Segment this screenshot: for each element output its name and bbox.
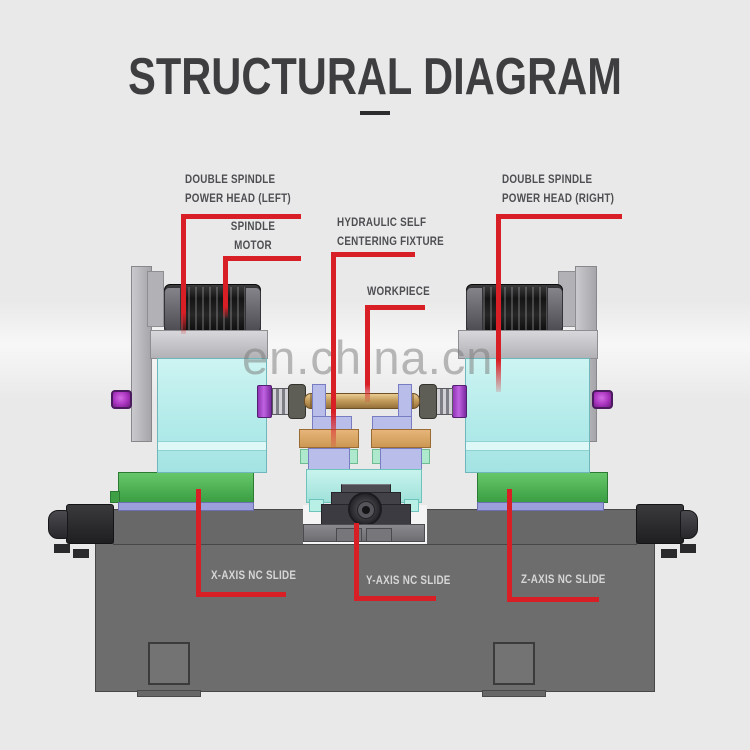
callout-line-right-head-h (496, 214, 622, 219)
callout-line-left-head-v (181, 214, 186, 334)
callout-line-spindle-motor-v (223, 256, 228, 318)
fixture-pad-right-outer (421, 449, 430, 464)
label-line: POWER HEAD (RIGHT) (502, 191, 615, 205)
y-axis-knob-dot (362, 506, 370, 514)
left-spindle-motor-cap-right (245, 287, 261, 332)
x-axis-slide-green (118, 472, 254, 503)
fixture-block-right (380, 448, 422, 471)
z-axis-feed-motor-cap (680, 510, 698, 539)
right-spindle-nose-ring (452, 385, 467, 418)
label-line: POWER HEAD (LEFT) (185, 191, 291, 205)
z-axis-slide-rail (477, 502, 604, 511)
right-spindle-chuck-nut (419, 384, 437, 419)
label-line: MOTOR (234, 238, 272, 252)
label-x-axis-nc-slide: X-AXIS NC SLIDE (211, 566, 296, 585)
callout-line-workpiece-h (365, 305, 425, 310)
bed-panel-left (148, 642, 190, 685)
label-line: X-AXIS NC SLIDE (211, 568, 297, 582)
callout-line-y-axis-v (354, 523, 359, 601)
callout-line-spindle-motor-h (223, 256, 301, 261)
left-power-head-stripe (158, 441, 266, 451)
callout-line-fixture-h (331, 252, 415, 257)
background-highlight-band (0, 300, 750, 400)
label-spindle-motor: SPINDLE MOTOR (228, 217, 279, 255)
label-line: WORKPIECE (367, 284, 430, 298)
x-axis-slide-rail (118, 502, 254, 511)
right-spindle-motor-ribs (483, 287, 547, 331)
fixture-block-left (308, 448, 350, 471)
right-spindle-motor-cap-left (466, 287, 483, 332)
callout-line-fixture-v (331, 252, 336, 447)
x-axis-feed-motor-body (66, 504, 114, 544)
right-spindle-collet (436, 388, 453, 415)
left-spindle-motor-ribs (181, 287, 245, 331)
callout-line-z-axis-h (507, 597, 599, 602)
right-power-head-stripe (466, 441, 589, 451)
bed-foot-right (482, 690, 546, 697)
label-workpiece: WORKPIECE (367, 282, 430, 301)
label-line: SPINDLE (230, 219, 276, 233)
label-double-spindle-power-head-left: DOUBLE SPINDLE POWER HEAD (LEFT) (185, 170, 291, 208)
label-line: Y-AXIS NC SLIDE (366, 573, 451, 587)
z-axis-feed-motor-body (636, 504, 684, 544)
y-axis-base-tab-b (366, 528, 392, 542)
right-spindle-motor-cap-right (547, 287, 563, 332)
label-z-axis-nc-slide: Z-AXIS NC SLIDE (521, 570, 606, 589)
x-axis-slide-step (110, 491, 120, 503)
z-axis-feed-motor-foot-a (680, 544, 696, 553)
title-underline (360, 111, 390, 115)
fixture-arm-right-foot (372, 416, 412, 430)
bed-foot-left (137, 690, 201, 697)
x-axis-feed-motor-cap (48, 510, 68, 539)
label-double-spindle-power-head-right: DOUBLE SPINDLE POWER HEAD (RIGHT) (502, 170, 614, 208)
right-balance-knob (592, 390, 613, 409)
label-line: DOUBLE SPINDLE (502, 172, 593, 186)
callout-line-workpiece-v (365, 305, 370, 402)
callout-line-left-head-h (181, 214, 301, 219)
label-line: CENTERING FIXTURE (337, 234, 444, 248)
label-y-axis-nc-slide: Y-AXIS NC SLIDE (366, 571, 451, 590)
left-spindle-motor-cap-left (164, 287, 181, 332)
left-spindle-collet (272, 388, 289, 415)
x-axis-feed-motor-foot-a (54, 544, 70, 553)
z-axis-feed-motor-foot-b (661, 549, 677, 558)
left-balance-knob (111, 390, 132, 409)
label-hydraulic-self-centering-fixture: HYDRAULIC SELF CENTERING FIXTURE (337, 213, 444, 251)
z-axis-slide-green (477, 472, 608, 503)
left-head-plate-step (147, 271, 164, 327)
callout-line-z-axis-v (507, 489, 512, 601)
x-axis-feed-motor-foot-b (73, 549, 89, 558)
label-line: HYDRAULIC SELF (337, 215, 427, 229)
callout-line-x-axis-h (196, 592, 286, 597)
page-title: STRUCTURAL DIAGRAM (128, 48, 622, 106)
fixture-plate-right (371, 429, 431, 448)
bed-panel-right (493, 642, 535, 685)
callout-line-y-axis-h (354, 596, 436, 601)
fixture-plate-left (299, 429, 359, 448)
callout-line-x-axis-v (196, 489, 201, 597)
label-line: Z-AXIS NC SLIDE (521, 572, 606, 586)
y-axis-base-bar (303, 524, 425, 542)
fixture-pad-left-inner (349, 449, 358, 464)
callout-line-right-head-v (496, 214, 501, 392)
label-line: DOUBLE SPINDLE (185, 172, 276, 186)
left-spindle-nose-ring (257, 385, 272, 418)
left-power-head-body (157, 358, 267, 473)
